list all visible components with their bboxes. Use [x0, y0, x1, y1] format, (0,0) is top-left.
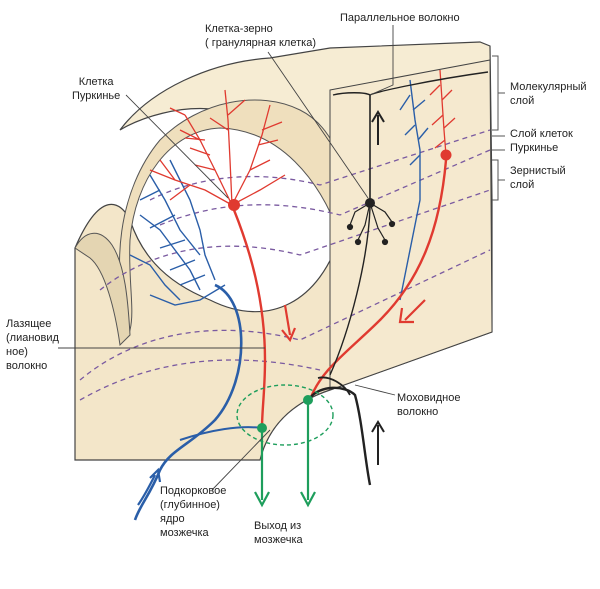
parallel-fiber-arrow: [371, 110, 385, 145]
purkinje-axon: [232, 209, 267, 429]
tissue-right-face: [329, 59, 493, 391]
label-mossy-fiber: Моховидное волокно: [397, 392, 461, 418]
label-granule-cell: Клетка-зерно ( гранулярная клетка): [205, 23, 316, 49]
purkinje-arrow-right: [398, 299, 426, 324]
leader-lines: [58, 25, 396, 491]
label-climbing-fiber: Лазящее (лиановид ное) волокно: [6, 318, 59, 372]
tissue-left-curl: [74, 232, 131, 347]
climbing-fiber-branch: [179, 426, 263, 441]
label-deep-nucleus: Подкорковое (глубинное) ядро мозжечка: [160, 485, 227, 539]
purkinje-soma: [228, 199, 240, 211]
label-molecular-layer: Молекулярный слой: [510, 81, 587, 107]
layer-brackets: [492, 55, 505, 201]
label-parallel-fiber: Параллельное волокно: [340, 12, 460, 24]
output-neuron-1: [257, 423, 267, 433]
mossy-fiber-branch: [317, 376, 351, 396]
mossy-fiber: [309, 386, 372, 486]
climbing-fiber-arrow: [137, 467, 162, 506]
output-axon-1: [254, 432, 270, 508]
purkinje-soma-right: [440, 149, 452, 161]
label-purkinje-cell: Клетка Пуркинье: [72, 76, 121, 102]
label-output: Выход из мозжечка: [254, 520, 303, 546]
deep-nucleus-outline: [236, 384, 334, 446]
climbing-fiber: [129, 79, 429, 306]
climbing-fiber-axon: [133, 283, 243, 521]
purkinje-dendrites: [149, 69, 456, 206]
label-granular-layer: Зернистый слой: [510, 165, 566, 191]
output-axon-2: [300, 404, 316, 508]
purkinje-arrow: [281, 304, 297, 343]
layer-boundaries: [79, 129, 491, 401]
mossy-fiber-arrow: [371, 420, 385, 465]
granule-dendrites: [346, 202, 396, 246]
output-neuron-2: [303, 395, 313, 405]
purkinje-axon-right: [308, 159, 448, 401]
granule-to-mossy: [329, 207, 371, 376]
label-purkinje-layer: Слой клеток Пуркинье: [510, 128, 573, 154]
